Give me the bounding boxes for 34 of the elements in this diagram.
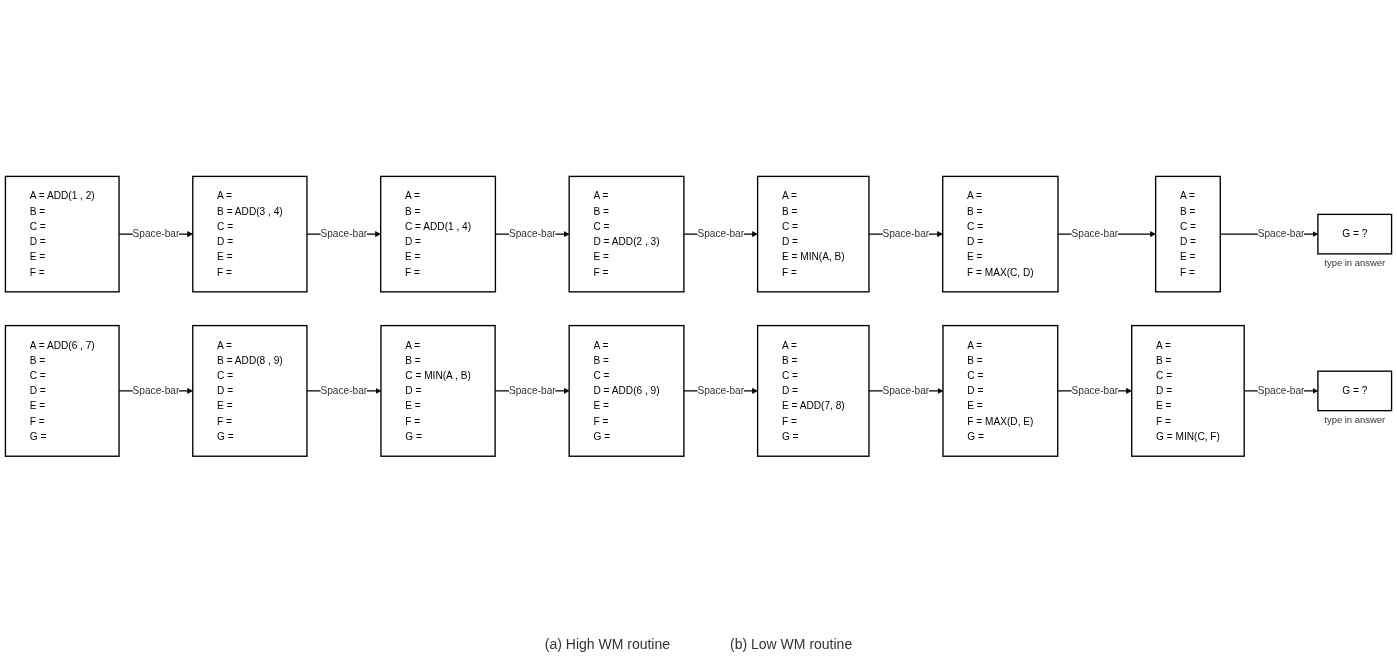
node-box: A = B = C = D = E = F = MAX(C, D): [942, 175, 1059, 293]
beside-note: type in answer: [1324, 256, 1386, 268]
edge-label: Space-bar: [1071, 227, 1119, 240]
edge-label: Space-bar: [320, 384, 368, 396]
node-box: A = B = ADD(8 , 9) C = D = E = F = G =: [192, 324, 308, 457]
caption: (b) Low WM routine: [730, 636, 853, 652]
node-box: A = B = C = D = E = F =: [1154, 175, 1221, 293]
edge-label: Space-bar: [508, 384, 556, 396]
node-box: A = B = C = D = ADD(2 , 3) E = F =: [568, 175, 685, 293]
node-box: A = B = C = MIN(A , B) D = E = F = G =: [380, 324, 496, 457]
edge-label: Space-bar: [697, 384, 745, 396]
edge-label: Space-bar: [882, 384, 930, 396]
edge-label: Space-bar: [697, 227, 745, 240]
node-box: A = ADD(1 , 2) B = C = D = E = F =: [4, 175, 120, 293]
node-box: A = B = C = D = E = ADD(7, 8) F = G =: [756, 324, 870, 457]
node-box: A = ADD(6 , 7) B = C = D = E = F = G =: [4, 324, 120, 457]
node-box: A = B = C = D = E = F = G = MIN(C, F): [1131, 324, 1245, 457]
edge-label: Space-bar: [508, 227, 556, 240]
beside-note: type in answer: [1324, 413, 1386, 425]
caption: (a) High WM routine: [544, 636, 671, 652]
edge-label: Space-bar: [1257, 227, 1305, 240]
node-box: A = B = C = D = E = F = MAX(D, E) G =: [942, 324, 1059, 457]
edge-label: Space-bar: [132, 384, 180, 396]
node-box: A = B = C = D = E = MIN(A, B) F =: [756, 175, 870, 293]
node-box: A = B = C = ADD(1 , 4) D = E = F =: [380, 175, 497, 293]
edge-label: Space-bar: [1257, 384, 1305, 396]
edge-label: Space-bar: [1071, 384, 1119, 396]
edge-label: Space-bar: [882, 227, 930, 240]
edge-label: Space-bar: [132, 227, 180, 240]
node-box: A = B = C = D = ADD(6 , 9) E = F = G =: [568, 324, 685, 457]
node-box: G = ?: [1317, 370, 1393, 411]
edge-label: Space-bar: [320, 227, 368, 240]
node-box: G = ?: [1317, 213, 1393, 255]
node-box: A = B = ADD(3 , 4) C = D = E = F =: [192, 175, 308, 293]
